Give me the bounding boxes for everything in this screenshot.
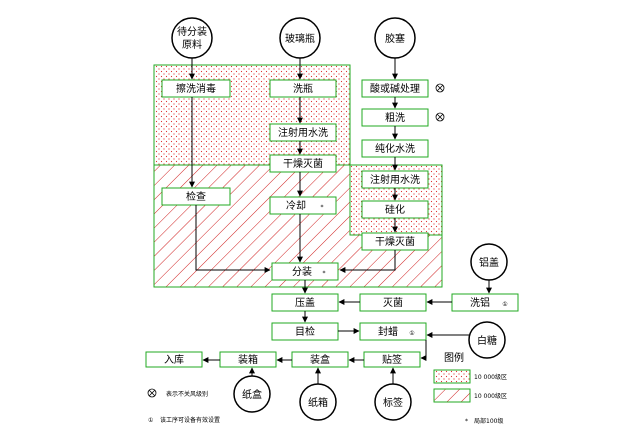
legend-star-note: 局部100级 [474, 417, 503, 425]
dry-sterilize-1-label: 干燥灭菌 [283, 158, 323, 170]
labels-label: 标签 [383, 396, 403, 409]
step-sterilize-cap: 灭菌 [359, 293, 427, 312]
raw-materials-label-2: 原料 [182, 38, 202, 51]
seal-label: 封蜡 [378, 325, 398, 338]
step-capping: 压盖 [271, 293, 339, 312]
seal-circle-mark: ① [409, 330, 414, 337]
footnote-cross-text: 表示不关风级别 [166, 390, 208, 398]
source-box: 纸箱 [299, 383, 337, 421]
step-visual-check: 目检 [271, 322, 339, 341]
legend-title: 图例 [444, 351, 464, 364]
wipe-disinfect-label: 擦洗消毒 [176, 82, 216, 95]
step-siliconize: 硅化 [361, 200, 429, 219]
step-coarse-wash: 粗洗 [361, 108, 429, 127]
step-cool: 冷却 * [269, 196, 337, 215]
aluminum-caps-label: 铝盖 [479, 256, 499, 269]
capping-label: 压盖 [295, 296, 315, 309]
step-dry-sterilize-1: 干燥灭菌 [269, 154, 337, 173]
bottle-wash-label: 洗瓶 [293, 82, 313, 95]
rinse-cap-label: 注射用水洗 [370, 173, 420, 186]
packing-label: 装箱 [238, 353, 258, 366]
arrow-seal-to-labeling [420, 340, 427, 361]
caps-label: 胶塞 [385, 32, 405, 45]
glass-bottles-label: 玻璃瓶 [285, 32, 315, 45]
step-wipe-disinfect: 擦洗消毒 [161, 79, 231, 98]
sterilize-cap-label: 灭菌 [383, 297, 403, 309]
footnote-cross: 表示不关风级别 [147, 388, 208, 398]
dry-sterilize-2-label: 干燥灭菌 [375, 236, 415, 248]
bottle-stopper-label: 白糖 [477, 334, 497, 347]
acid-base-label: 酸或碱处理 [370, 82, 420, 95]
step-boxing: 装盒 [291, 351, 349, 368]
source-aluminum-caps: 铝盖 [470, 243, 508, 281]
dispense-star-mark: * [323, 270, 326, 277]
wash-cap-circle-mark: ① [502, 301, 507, 308]
arrow-inspect-to-dispense [195, 205, 271, 273]
visual-check-label: 目检 [295, 325, 315, 338]
arrow-dry-to-dispense [339, 250, 396, 273]
storage-label: 入库 [164, 353, 184, 366]
legend-label-hatch: 10 000级区 [474, 392, 507, 400]
flow-arrows [189, 58, 492, 384]
step-acid-base: 酸或碱处理 [361, 79, 429, 98]
coarse-wash-label: 粗洗 [385, 112, 405, 124]
dispense-label: 分装 [292, 265, 312, 278]
source-carton: 纸盒 [233, 375, 271, 413]
step-inspect: 检查 [161, 187, 231, 206]
step-fine-wash: 纯化水洗 [361, 139, 429, 158]
step-rinse-cap: 注射用水洗 [361, 170, 429, 189]
fine-wash-label: 纯化水洗 [375, 142, 415, 155]
source-bottle-stopper: 白糖 [468, 321, 506, 359]
step-dispense: 分装 * [271, 262, 339, 281]
step-wash-cap: 洗铝 ① [451, 293, 519, 312]
legend-swatch-hatch [433, 388, 471, 403]
boxing-label: 装盒 [310, 353, 330, 366]
step-rinse-bottle: 注射用水洗 [269, 123, 337, 142]
footnote-circle-mark: ① [148, 417, 153, 424]
raw-materials-label-1: 待分装 [177, 25, 207, 38]
rinse-bottle-label: 注射用水洗 [278, 126, 328, 139]
step-labeling: 贴签 [363, 351, 421, 368]
cross-mark-acid [435, 83, 445, 93]
footnote-circle-text: 该工序可设备有效设置 [160, 416, 220, 424]
step-seal: 封蜡 ① [359, 322, 427, 341]
step-dry-sterilize-2: 干燥灭菌 [361, 232, 429, 251]
step-storage: 入库 [145, 351, 203, 368]
carton-label: 纸盒 [242, 388, 262, 401]
legend-swatch-dots [433, 369, 471, 384]
cool-label: 冷却 [286, 199, 306, 212]
source-glass-bottles: 玻璃瓶 [279, 17, 321, 59]
labeling-label: 贴签 [382, 353, 402, 366]
cross-mark-coarse [435, 112, 445, 122]
source-raw-materials: 待分装 原料 [171, 17, 213, 59]
legend-star-mark: * [465, 418, 468, 425]
footnote-circle: ① 该工序可设备有效设置 [148, 416, 220, 424]
source-labels: 标签 [374, 383, 412, 421]
box-label: 纸箱 [308, 396, 328, 409]
legend: 图例 10 000级区 10 000级区 * 局部100级 [433, 351, 507, 425]
wash-cap-label: 洗铝 [470, 297, 490, 309]
inspect-label: 检查 [186, 190, 206, 203]
step-bottle-wash: 洗瓶 [269, 79, 337, 98]
cool-star-mark: * [321, 204, 324, 211]
source-caps: 胶塞 [374, 17, 416, 59]
legend-label-dots: 10 000级区 [474, 373, 507, 381]
siliconize-label: 硅化 [385, 203, 405, 216]
step-packing: 装箱 [219, 351, 277, 368]
